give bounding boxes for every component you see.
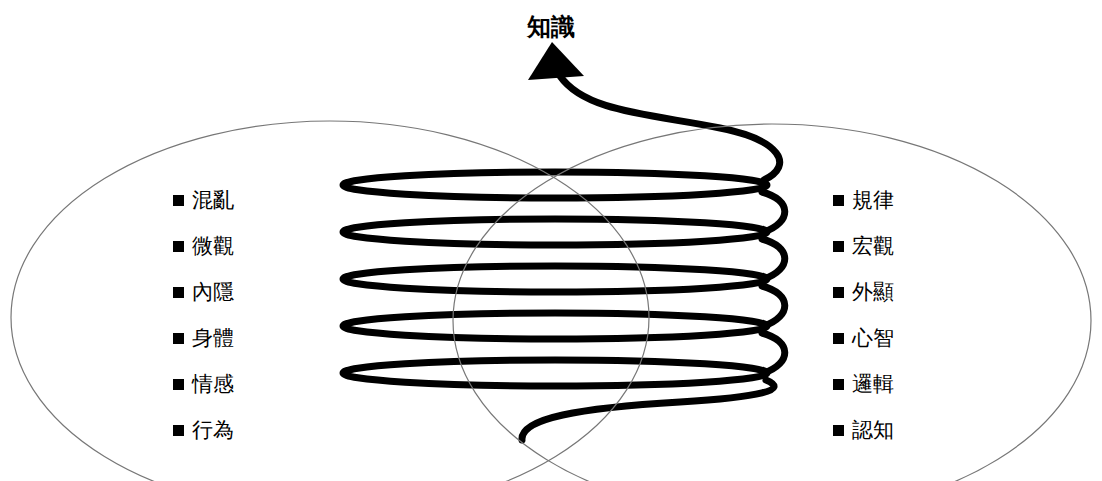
bullet-item: 混亂	[173, 177, 234, 223]
bullet-square	[833, 379, 844, 390]
list-text: 宏觀	[852, 233, 894, 259]
ellipse-outline	[10, 120, 650, 481]
list-text: 行為	[192, 417, 234, 443]
bullet-item: 內隱	[173, 269, 234, 315]
bullet-item: 微觀	[173, 223, 234, 269]
bullet-item: 認知	[833, 407, 894, 453]
list-text: 混亂	[192, 187, 234, 213]
bullet-square	[833, 195, 844, 206]
list-text: 情感	[192, 371, 234, 397]
bullet-square	[173, 333, 184, 344]
list-text: 外顯	[852, 279, 894, 305]
bullet-item: 身體	[173, 315, 234, 361]
bullet-item: 規律	[833, 177, 894, 223]
bullet-item: 外顯	[833, 269, 894, 315]
bullet-item: 宏觀	[833, 223, 894, 269]
list-text: 邏輯	[852, 371, 894, 397]
bullet-item: 行為	[173, 407, 234, 453]
ellipse-region: 規律宏觀外顯心智邏輯認知	[452, 123, 1092, 481]
list-text: 心智	[852, 325, 894, 351]
bullet-item: 心智	[833, 315, 894, 361]
bullet-square	[833, 333, 844, 344]
bullet-square	[173, 241, 184, 252]
bullet-square	[173, 287, 184, 298]
bullet-square	[173, 425, 184, 436]
list-text: 認知	[852, 417, 894, 443]
list-text: 規律	[852, 187, 894, 213]
bullet-item: 情感	[173, 361, 234, 407]
bullet-list: 混亂微觀內隱身體情感行為	[173, 177, 234, 453]
bullet-list: 規律宏觀外顯心智邏輯認知	[833, 177, 894, 453]
bullet-square	[173, 195, 184, 206]
bullet-square	[833, 287, 844, 298]
ellipse-outline	[452, 123, 1092, 481]
diagram-title: 知識	[527, 12, 575, 42]
bullet-square	[173, 379, 184, 390]
list-text: 微觀	[192, 233, 234, 259]
bullet-square	[833, 241, 844, 252]
list-text: 內隱	[192, 279, 234, 305]
list-text: 身體	[192, 325, 234, 351]
bullet-item: 邏輯	[833, 361, 894, 407]
bullet-square	[833, 425, 844, 436]
ellipse-region: 混亂微觀內隱身體情感行為	[10, 120, 650, 481]
